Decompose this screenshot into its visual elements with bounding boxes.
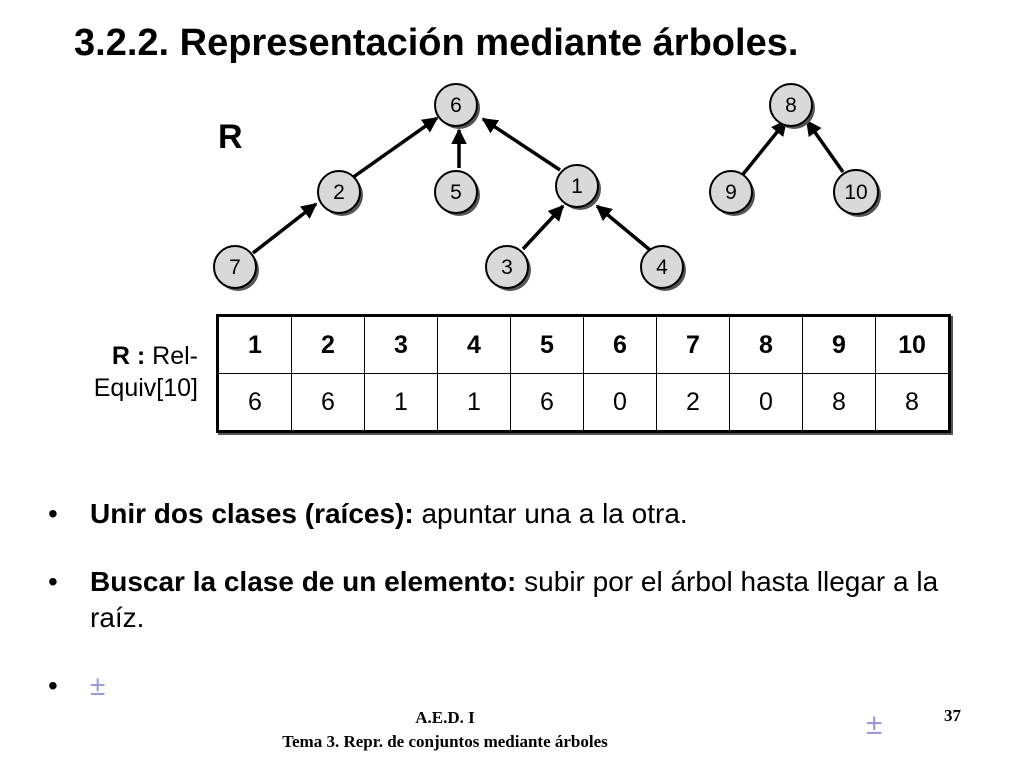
array-index-cell: 6 [583, 315, 657, 374]
array-value-cell: 0 [729, 373, 803, 432]
bullet-text: subir por el árbol hasta llegar a la raí… [90, 566, 939, 633]
array-index-cell: 5 [510, 315, 584, 374]
bullet-icon: • [48, 498, 58, 529]
bullet-heading: Buscar la clase de un elemento: [90, 566, 517, 597]
array-index-cell: 10 [875, 315, 950, 374]
footer-course: A.E.D. I [415, 708, 475, 727]
node-label: 5 [450, 181, 462, 204]
array-value-cell: 6 [217, 373, 292, 432]
array-value-cell: 6 [291, 373, 365, 432]
tree-node: 2 [317, 170, 363, 216]
array-index-cell: 8 [729, 315, 803, 374]
array-caption-type: Rel-Equiv[10] [93, 342, 198, 402]
array-index-cell: 7 [656, 315, 730, 374]
node-label: 9 [725, 181, 737, 204]
array-index-cell: 4 [437, 315, 511, 374]
array-value-cell: 8 [875, 373, 950, 432]
array-value-cell: 0 [583, 373, 657, 432]
bullet-icon: • [48, 566, 58, 597]
array-value-cell: 8 [802, 373, 876, 432]
page-number: 37 [944, 706, 961, 725]
edge-10-to-8 [805, 119, 845, 174]
edge-1-to-6 [481, 117, 561, 172]
parent-array-table: 1 2 3 4 5 6 7 8 9 10 6 6 1 1 6 0 2 0 8 8 [216, 314, 951, 433]
node-label: 6 [450, 94, 462, 117]
array-value-cell: 6 [510, 373, 584, 432]
slide-title: 3.2.2. Representación mediante árboles. [74, 22, 799, 64]
tree-node: 8 [769, 83, 815, 129]
bullet-heading: Unir dos clases (raíces): [90, 498, 414, 529]
bullet-icon: • [48, 670, 58, 701]
array-value-row: 6 6 1 1 6 0 2 0 8 8 [217, 373, 950, 432]
edge-2-to-6 [350, 116, 439, 180]
array-index-cell: 1 [217, 315, 292, 374]
array-value-cell: 2 [656, 373, 730, 432]
edge-9-to-8 [738, 119, 788, 180]
tree-node: 1 [555, 164, 601, 210]
tree-edges [251, 116, 845, 255]
array-index-cell: 2 [291, 315, 365, 374]
node-label: 3 [501, 256, 513, 279]
node-label: 10 [844, 181, 867, 204]
tree-node: 9 [709, 170, 755, 216]
node-label: 2 [333, 181, 345, 204]
bullet-list: • Unir dos clases (raíces): apuntar una … [40, 496, 990, 704]
edge-7-to-2 [251, 202, 318, 255]
tree-node: 4 [640, 245, 686, 291]
edge-3-to-1 [521, 204, 565, 251]
edge-4-to-1 [595, 204, 652, 252]
bullet-text: apuntar una a la otra. [413, 498, 688, 529]
set-label: R [218, 118, 243, 156]
slide-footer: A.E.D. I Tema 3. Repr. de conjuntos medi… [240, 706, 650, 754]
array-value-cell: 1 [364, 373, 438, 432]
bullet-item-find: • Buscar la clase de un elemento: subir … [40, 564, 990, 636]
footer-topic: Tema 3. Repr. de conjuntos mediante árbo… [282, 732, 608, 751]
union-find-forest-diagram: 6 2 5 1 7 3 4 8 9 10 [213, 83, 881, 291]
node-label: 4 [656, 256, 668, 279]
array-value-cell: 1 [437, 373, 511, 432]
tree-node: 6 [434, 83, 480, 129]
tree-node: 10 [833, 169, 881, 217]
node-label: 1 [571, 175, 583, 198]
array-index-cell: 9 [802, 315, 876, 374]
array-caption: R : Rel-Equiv[10] [34, 340, 198, 404]
array-caption-name: R : [111, 342, 146, 370]
array-index-cell: 3 [364, 315, 438, 374]
tree-node: 3 [485, 245, 531, 291]
node-label: 8 [785, 94, 797, 117]
tree-node: 7 [213, 245, 259, 291]
bullet-item-link: • ± [40, 668, 990, 704]
array-index-row: 1 2 3 4 5 6 7 8 9 10 [217, 315, 950, 374]
plus-minus-link[interactable]: ± [90, 670, 106, 701]
bullet-item-union: • Unir dos clases (raíces): apuntar una … [40, 496, 990, 532]
tree-node: 5 [434, 170, 480, 216]
footer-plus-minus-link[interactable]: ± [866, 708, 883, 741]
node-label: 7 [229, 256, 241, 279]
